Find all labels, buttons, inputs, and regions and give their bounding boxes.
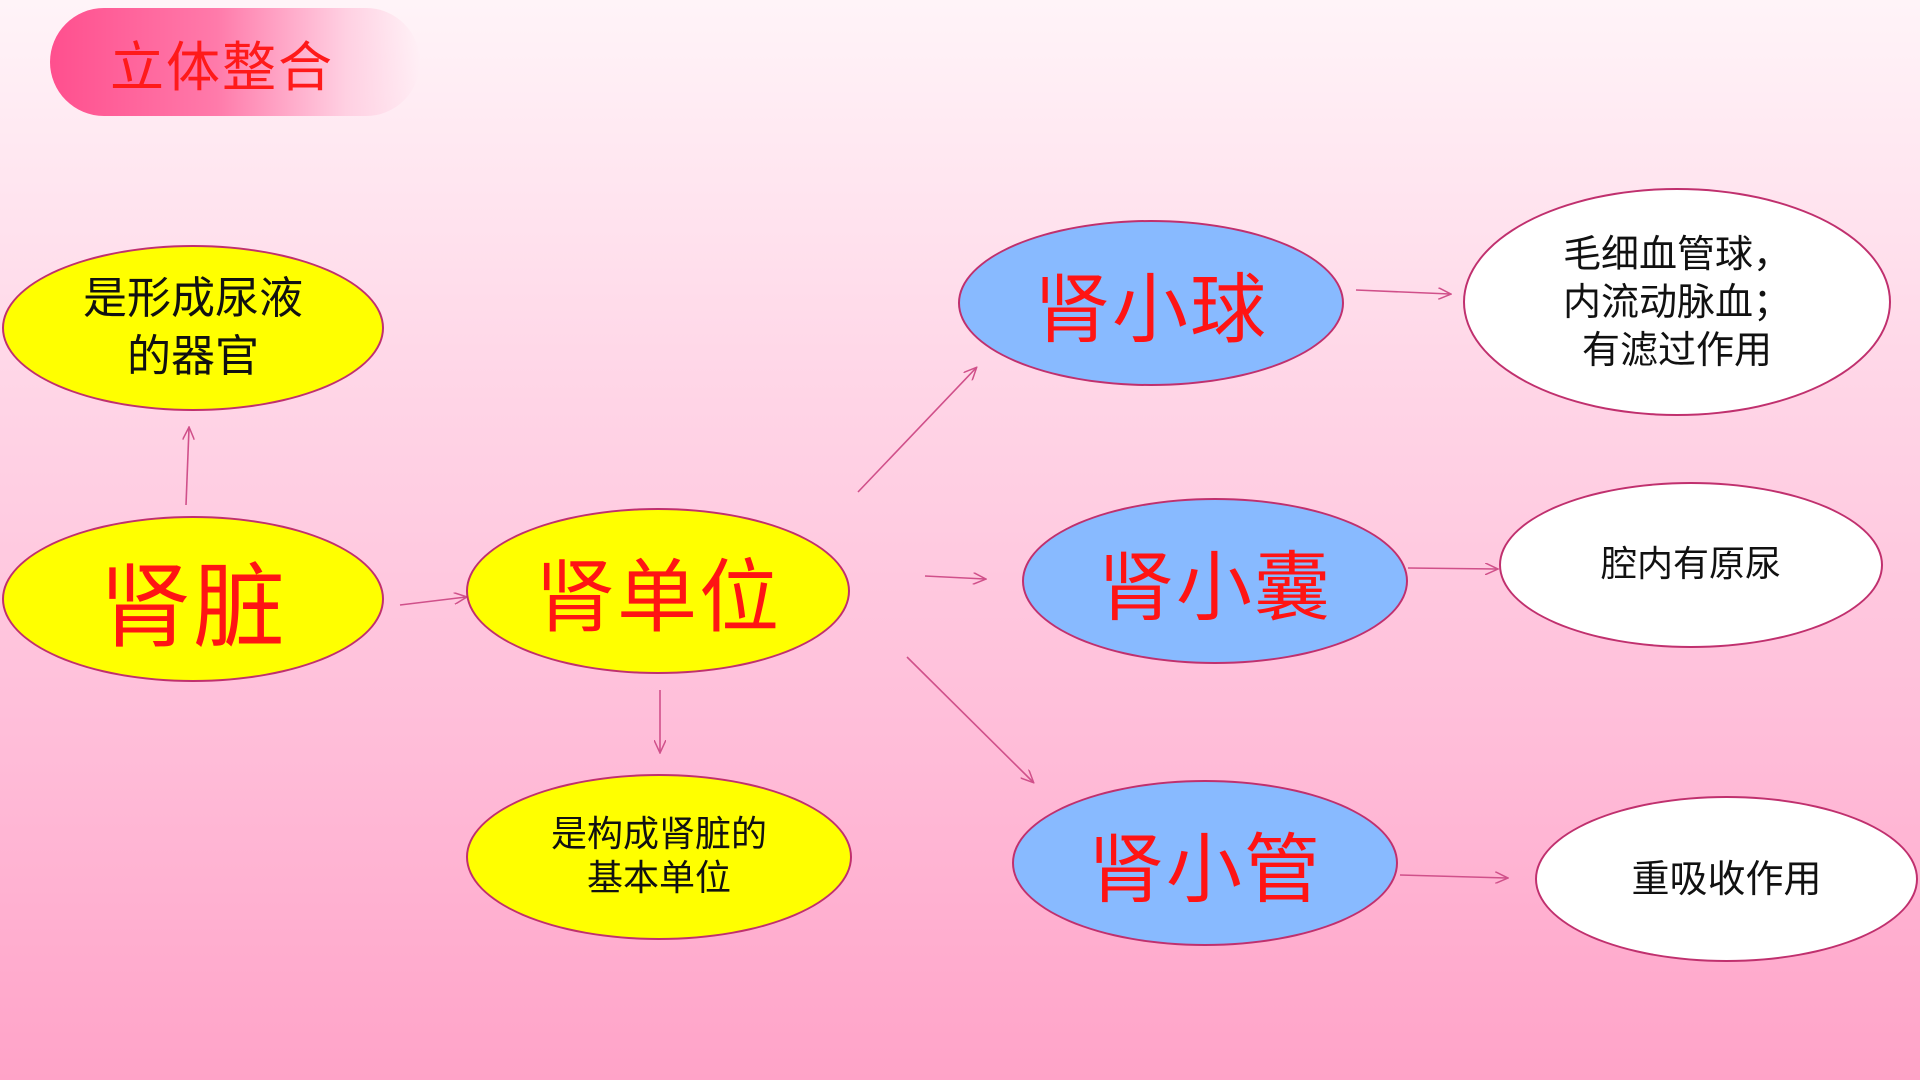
- tubule-label: 肾小管: [1088, 825, 1322, 914]
- glomerulus-label: 肾小球: [1034, 265, 1268, 354]
- capsule-label: 肾小囊: [1098, 543, 1332, 632]
- nephron-desc-label: 是构成肾脏的 基本单位: [550, 814, 767, 899]
- arrow-glomerulus-to-desc: [1355, 290, 1450, 294]
- glomerulus-desc-node: 毛细血管球， 内流动脉血； 有滤过作用: [1463, 188, 1891, 416]
- glomerulus-node: 肾小球: [958, 220, 1344, 386]
- tubule-desc-node: 重吸收作用: [1535, 796, 1918, 962]
- arrow-nephron-to-glomerulus: [857, 368, 976, 493]
- kidney-label: 肾脏: [98, 553, 287, 661]
- arrow-nephron-to-capsule: [924, 576, 985, 579]
- page-title: 立体整合: [110, 35, 334, 99]
- capsule-node: 肾小囊: [1022, 498, 1408, 664]
- kidney-node: 肾脏: [2, 516, 384, 682]
- tubule-node: 肾小管: [1012, 780, 1398, 946]
- arrow-capsule-to-desc: [1407, 568, 1497, 569]
- tubule-desc-label: 重吸收作用: [1631, 857, 1822, 901]
- nephron-desc-node: 是构成肾脏的 基本单位: [466, 774, 852, 940]
- kidney-desc-label: 是形成尿液 的器官: [83, 273, 303, 382]
- kidney-desc-node: 是形成尿液 的器官: [2, 245, 384, 411]
- nephron-node: 肾单位: [466, 508, 850, 674]
- nephron-label: 肾单位: [535, 551, 781, 644]
- capsule-desc-label: 腔内有原尿: [1600, 544, 1781, 585]
- arrow-tubule-to-desc: [1399, 875, 1507, 878]
- arrow-kidney-to-desc: [186, 428, 189, 506]
- glomerulus-desc-label: 毛细血管球， 内流动脉血； 有滤过作用: [1562, 232, 1791, 372]
- arrow-nephron-to-tubule: [906, 656, 1033, 782]
- title-banner: 立体整合: [50, 8, 420, 116]
- arrow-kidney-to-nephron: [399, 597, 466, 606]
- capsule-desc-node: 腔内有原尿: [1499, 482, 1883, 648]
